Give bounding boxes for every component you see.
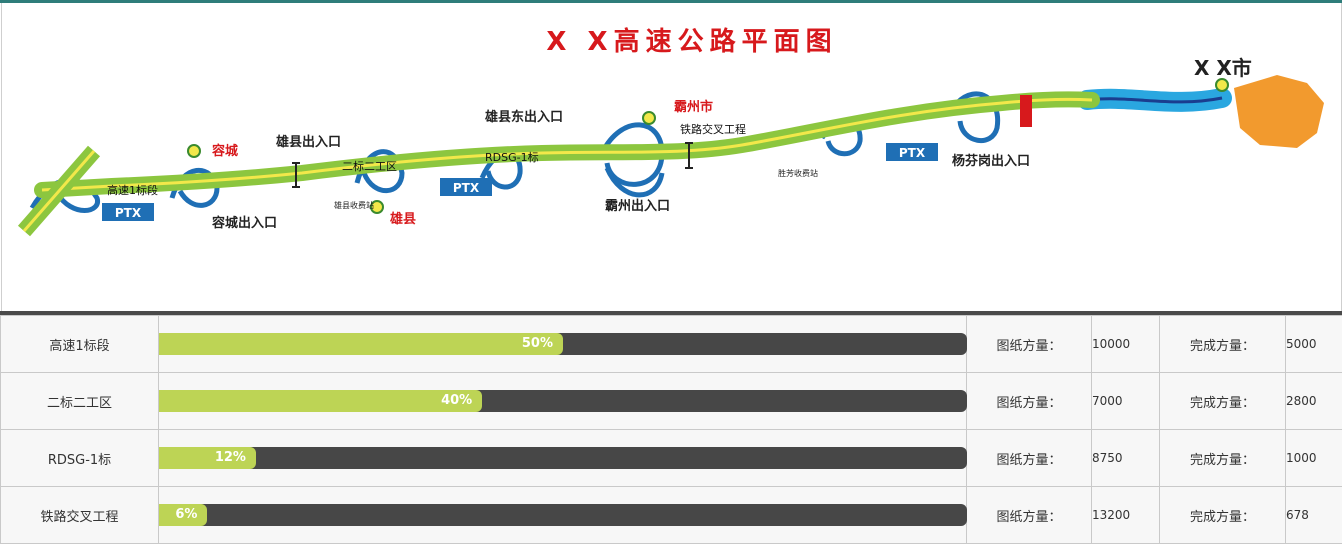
- river-center-line: [1086, 96, 1223, 104]
- ptx-badge-3-label: PTX: [899, 146, 926, 160]
- progress-percent-label: 6%: [175, 507, 198, 522]
- highway-centerline: [41, 97, 1093, 192]
- progress-bar-fill: 50%: [159, 333, 563, 355]
- design-volume-label: 图纸方量：: [966, 372, 1092, 430]
- city-area: [1234, 75, 1324, 148]
- progress-bar-track: 6%: [159, 504, 967, 526]
- progress-bar-cell: 40%: [158, 372, 967, 430]
- segment-markers: [292, 142, 693, 188]
- completed-volume-value: 5000: [1285, 315, 1342, 373]
- segment-label-3: RDSG-1标: [485, 150, 539, 164]
- row-name: RDSG-1标: [0, 429, 159, 487]
- city-label: X X市: [1194, 56, 1252, 80]
- panel-divider: [0, 311, 1342, 315]
- design-volume-value: 13200: [1091, 486, 1160, 544]
- interchange-5b: [604, 166, 665, 198]
- ptx-badges: PTX PTX PTX: [102, 143, 938, 221]
- label-bazhou-city: 霸州市: [674, 99, 713, 115]
- progress-percent-label: 50%: [521, 336, 553, 351]
- completed-volume-value: 678: [1285, 486, 1342, 544]
- design-volume-value: 7000: [1091, 372, 1160, 430]
- progress-bar-fill: 12%: [159, 447, 256, 469]
- progress-bar-cell: 50%: [158, 315, 967, 373]
- label-xiongxian-toll: 雄县收费站: [334, 200, 374, 210]
- completed-volume-label: 完成方量：: [1159, 315, 1286, 373]
- label-rongcheng: 容城: [211, 143, 238, 159]
- segment-label-1: 高速1标段: [107, 183, 158, 197]
- highway-map: X X高速公路平面图: [17, 26, 1324, 237]
- completed-volume-value: 2800: [1285, 372, 1342, 430]
- label-yangfengang-exit: 杨芬岗出入口: [952, 153, 1030, 169]
- progress-percent-label: 40%: [441, 393, 473, 408]
- map-title: X X高速公路平面图: [546, 26, 837, 57]
- ptx-badge-1: [102, 203, 154, 221]
- segment-label-2: 二标二工区: [342, 159, 397, 173]
- interchange-7: [955, 91, 1001, 144]
- design-volume-label: 图纸方量：: [966, 315, 1092, 373]
- label-rongcheng-exit: 容城出入口: [211, 215, 277, 231]
- progress-bar-track: 40%: [159, 390, 967, 412]
- start-road-centerline: [22, 150, 96, 232]
- label-xiongxian: 雄县: [389, 211, 416, 227]
- ptx-badge-2-label: PTX: [453, 181, 480, 195]
- completed-volume-value: 1000: [1285, 429, 1342, 487]
- label-shengfang-toll: 胜芳收费站: [778, 168, 818, 178]
- design-volume-value: 8750: [1091, 429, 1160, 487]
- design-volume-value: 10000: [1091, 315, 1160, 373]
- city-shape: [1234, 75, 1324, 148]
- label-bazhou-exit: 霸州出入口: [605, 198, 670, 214]
- ptx-badge-1-label: PTX: [115, 206, 142, 220]
- label-xiongxian-exit: 雄县出入口: [275, 134, 341, 150]
- city-marker-icon: [1215, 78, 1229, 92]
- row-name: 高速1标段: [0, 315, 159, 373]
- bazhou-dot-icon: [642, 111, 656, 125]
- progress-bar-fill: 40%: [159, 390, 483, 412]
- xiongxian-dot-icon: [370, 200, 384, 214]
- progress-bar-cell: 12%: [158, 429, 967, 487]
- toll-marker-icon: [1020, 95, 1032, 127]
- completed-volume-label: 完成方量：: [1159, 372, 1286, 430]
- rongcheng-dot-icon: [187, 144, 201, 158]
- completed-volume-label: 完成方量：: [1159, 486, 1286, 544]
- progress-bar-track: 50%: [159, 333, 967, 355]
- design-volume-label: 图纸方量：: [966, 486, 1092, 544]
- ptx-badge-2: [440, 178, 492, 196]
- segment-label-4: 铁路交叉工程: [680, 122, 746, 136]
- top-accent-bar: [0, 0, 1342, 3]
- progress-percent-label: 12%: [214, 450, 246, 465]
- row-name: 铁路交叉工程: [0, 486, 159, 544]
- progress-bar-track: 12%: [159, 447, 967, 469]
- ptx-badge-3: [886, 143, 938, 161]
- progress-bar-cell: 6%: [158, 486, 967, 544]
- progress-bar-fill: 6%: [159, 504, 208, 526]
- row-name: 二标二工区: [0, 372, 159, 430]
- completed-volume-label: 完成方量：: [1159, 429, 1286, 487]
- highway-map-panel: X X高速公路平面图: [1, 3, 1342, 311]
- label-xiongxian-east-exit: 雄县东出入口: [484, 109, 563, 125]
- design-volume-label: 图纸方量：: [966, 429, 1092, 487]
